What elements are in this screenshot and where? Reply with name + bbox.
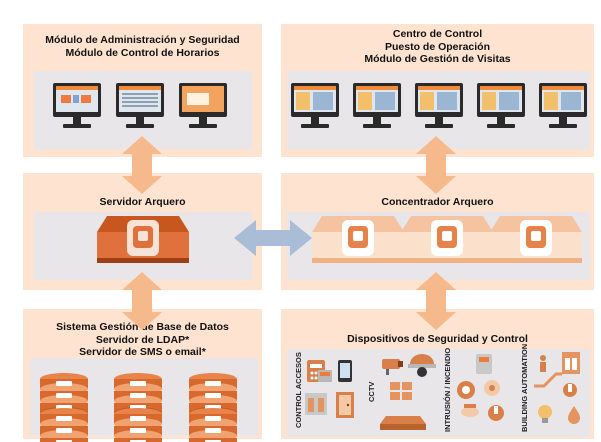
control-monitor-1 <box>291 83 339 128</box>
panel-control-title: Centro de Control Puesto de Operación Mó… <box>281 28 594 66</box>
thermostat-icon <box>563 383 577 397</box>
dome-camera-icon <box>408 354 436 377</box>
control-monitor-2 <box>353 83 401 128</box>
person-icon <box>540 355 546 372</box>
admin-monitor-3 <box>179 83 227 128</box>
panel-admin-title: Módulo de Administración y Seguridad Mód… <box>23 34 262 59</box>
turnstile-icon <box>305 393 327 415</box>
bases-title-line-2: Servidor de LDAP* <box>95 333 190 346</box>
recorder-icon <box>380 416 426 430</box>
admin-title-line-2: Módulo de Control de Horarios <box>65 46 220 59</box>
concentrador-title: Concentrador Arquero <box>381 196 494 208</box>
control-title-line-1: Centro de Control <box>392 28 483 40</box>
control-monitor-3 <box>415 83 463 128</box>
control-monitor-5 <box>539 83 587 128</box>
detector-icon <box>484 380 500 396</box>
admin-title-line-1: Módulo de Administración y Seguridad <box>45 34 240 46</box>
dispositivos-title: Dispositivos de Seguridad y Control <box>347 333 528 345</box>
card-reader-icon <box>318 370 332 382</box>
smoke-detector-icon <box>461 404 479 417</box>
alarm-panel-icon <box>476 354 492 374</box>
bases-title-line-3: Servidor de SMS o email* <box>79 346 206 358</box>
control-monitor-4 <box>477 83 525 128</box>
video-wall-icon <box>390 382 412 400</box>
admin-monitor-1 <box>53 83 101 128</box>
fire-alarm-icon <box>488 405 504 421</box>
phone-icon <box>338 360 352 382</box>
door-icon <box>336 392 354 418</box>
security-camera-icon <box>382 359 403 375</box>
admin-monitor-2 <box>116 83 164 128</box>
lightbulb-icon <box>538 405 552 423</box>
servidor-title: Servidor Arquero <box>99 196 186 208</box>
control-title-line-2: Puesto de Operación <box>384 40 491 53</box>
escalator-icon <box>534 372 562 388</box>
water-drop-icon <box>568 406 580 424</box>
elevator-icon <box>562 352 580 374</box>
control-title-line-3: Módulo de Gestión de Visitas <box>364 53 511 65</box>
siren-icon <box>457 381 475 399</box>
